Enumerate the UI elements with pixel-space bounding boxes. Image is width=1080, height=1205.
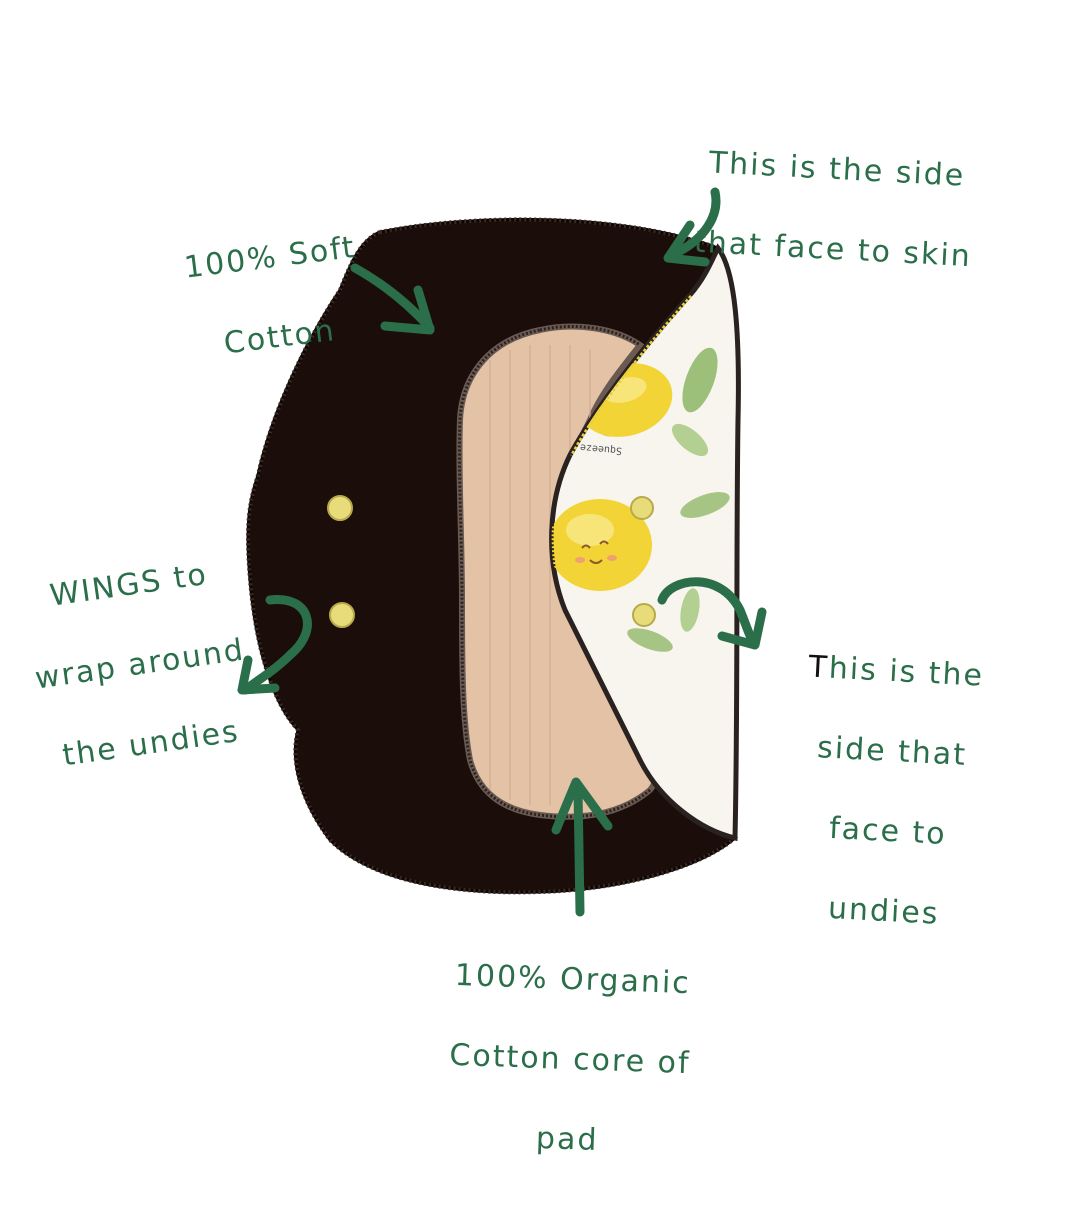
snap-right-bottom — [632, 603, 656, 627]
label-soft-cotton: 100% Soft Cotton — [169, 187, 382, 409]
label-line: wrap around — [32, 632, 247, 697]
label-line: 100% Organic — [454, 957, 692, 1002]
label-line: the undies — [60, 713, 242, 774]
cloth-pad-illustration: Squeeze the — [237, 187, 767, 917]
label-line: Cotton core of — [448, 1037, 692, 1082]
snap-left-bottom — [329, 602, 355, 628]
label-undies-side: This is the side that face to undies — [781, 607, 1000, 977]
snap-right-top — [630, 496, 654, 520]
label-line: face to — [828, 810, 948, 852]
label-first-letter: T — [807, 649, 830, 686]
label-core: 100% Organic Cotton core of pad — [425, 915, 715, 1205]
label-line: undies — [827, 890, 941, 932]
snap-left-top — [327, 495, 353, 521]
label-wings: WINGS to wrap around the undies — [12, 511, 269, 819]
arrow-wings — [240, 595, 312, 695]
infographic-stage: Squeeze the 100% Soft — [12, 102, 1000, 1158]
label-line: WINGS to — [47, 556, 210, 614]
annotation-arrows — [237, 187, 767, 917]
arrow-core — [573, 785, 585, 917]
label-line: This is the — [795, 647, 997, 697]
label-line: side that — [816, 730, 968, 773]
pad-edge-stitching — [245, 217, 737, 895]
label-line: This is the side — [708, 145, 967, 194]
arrow-undies-side — [657, 577, 757, 645]
cotton-core-stitching — [457, 325, 651, 819]
label-line: Cotton — [221, 312, 338, 362]
label-line: 100% Soft — [182, 229, 358, 286]
label-line: pad — [535, 1120, 600, 1159]
arrow-skin-side — [667, 187, 721, 260]
label-skin-side: This is the side that face to skin — [680, 102, 990, 317]
label-first-rest: his is the — [828, 650, 985, 694]
label-line: that face to skin — [693, 224, 973, 275]
